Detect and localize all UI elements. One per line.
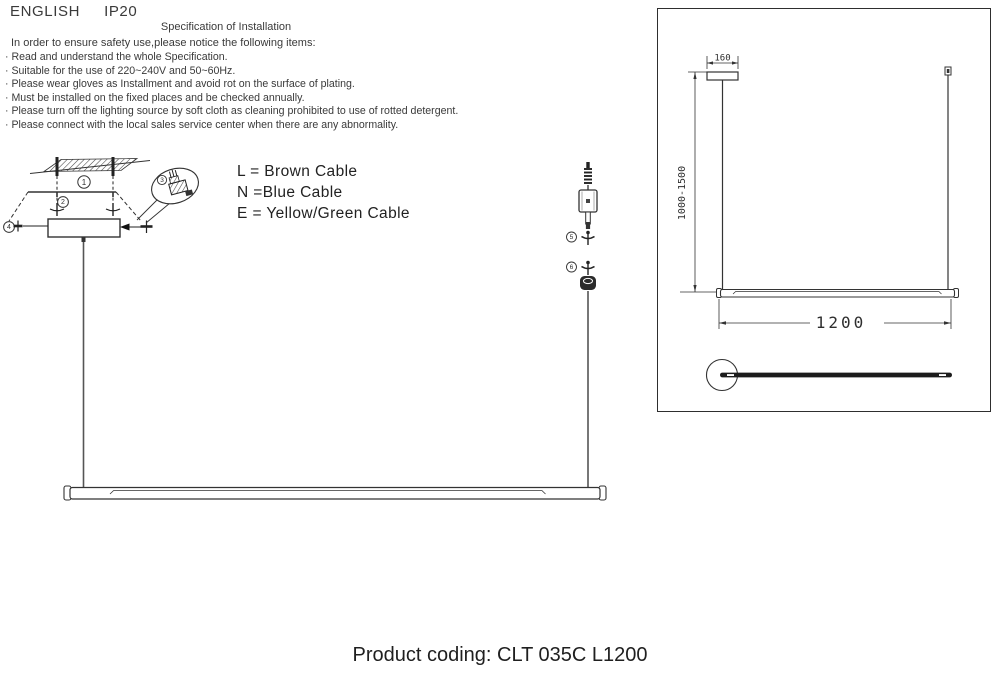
terminal-detail-balloon: 3 [136,167,199,224]
callout-5-label: 5 [570,234,574,241]
spec-item: · Please turn off the lighting source by… [5,105,459,118]
spec-item: · Read and understand the whole Specific… [5,51,228,63]
callout-4-label: 4 [7,224,11,231]
dim-fixture-length [718,299,952,329]
spec-item-list: · Read and understand the whole Specific… [5,51,458,133]
wiring-live-label: L = Brown Cable [237,163,358,180]
cord-grip-assembly [578,162,598,290]
spec-item: · Suitable for the use of 220~240V and 5… [5,64,236,77]
spec-item: · Please wear gloves as Installment and … [5,78,355,91]
callout-6-label: 6 [570,264,574,271]
panel-light-bar [716,288,959,298]
dimension-diagram: 160 1000-1500 [677,54,959,392]
callout-2: 2 [57,196,69,208]
callout-3-label: 3 [160,177,164,184]
callout-2-label: 2 [61,199,65,206]
wiring-legend: L = Brown Cable N =Blue Cable E = Yellow… [237,162,410,224]
spec-intro: In order to ensure safety use,please not… [11,37,316,49]
ip-rating-label: IP20 [104,3,138,20]
callout-6: 6 [566,261,577,273]
canopy-side-screw-left [3,220,48,233]
installation-diagram: 1 2 4 [3,157,607,501]
header: ENGLISH IP20 [10,3,137,20]
product-coding: Product coding: CLT 035C L1200 [352,644,648,666]
dim-drop-height-label: 1000-1500 [677,166,688,220]
mounting-bracket [8,191,142,222]
dim-canopy-width-label: 160 [714,54,730,64]
canopy [47,218,121,242]
panel-canopy [706,71,739,81]
ceiling-hatch [29,158,151,174]
dimension-drawing-panel: 160 1000-1500 [657,8,991,412]
spec-item: · Must be installed on the fixed places … [5,91,305,104]
light-bar [63,485,607,501]
canopy-side-screw-right [120,220,153,233]
language-label: ENGLISH [10,3,81,20]
callout-1: 1 [77,175,91,189]
grub-screw-6 [581,260,595,275]
terminal-block-sketch [168,169,194,197]
dim-fixture-length-label: 1200 [816,313,867,332]
mounting-screws [49,157,121,216]
panel-ceiling-connector [944,66,952,76]
spec-title: Specification of Installation [160,21,292,33]
dim-drop-height [680,71,716,293]
grub-screw-5 [581,230,595,245]
spec-item: · Please connect with the local sales se… [5,118,399,131]
panel-top-view [705,358,952,392]
callout-1-label: 1 [82,178,87,187]
wiring-earth-label: E = Yellow/Green Cable [237,204,410,222]
wiring-neutral-label: N =Blue Cable [237,183,343,201]
callout-5: 5 [566,231,577,243]
dim-canopy-width [706,56,739,69]
